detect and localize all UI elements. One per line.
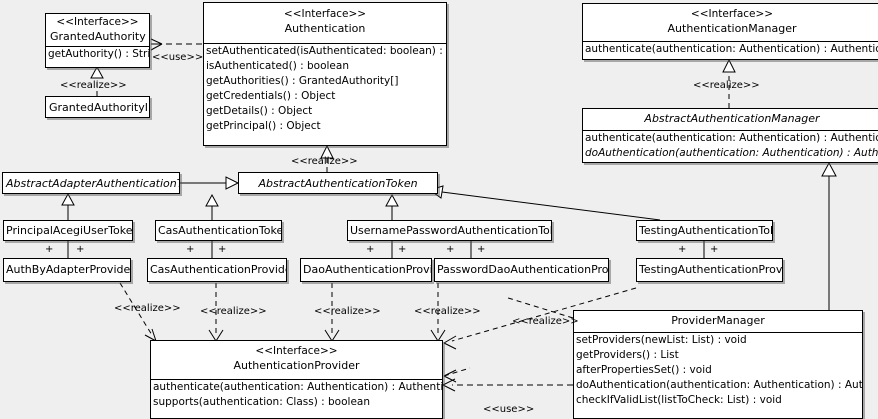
association-marker-plus: + xyxy=(398,244,407,255)
edge-label-realize-cas-authentication-provider: <<realize>> xyxy=(200,306,267,317)
class-header: <<Interface>> GrantedAuthority xyxy=(46,14,149,46)
method-item: authenticate(authentication: Authenticat… xyxy=(585,132,878,144)
association-marker-plus: + xyxy=(678,244,687,255)
edge-label-realize-dao-authentication-provider: <<realize>> xyxy=(314,306,381,317)
class-box-abstract-authentication-token[interactable]: AbstractAuthenticationToken xyxy=(238,172,438,194)
method-item: getProviders() : List xyxy=(576,349,679,361)
class-name: TestingAuthenticationProvider xyxy=(639,263,783,276)
edge-label-use-provider-manager: <<use>> xyxy=(483,404,535,415)
association-marker-plus: + xyxy=(446,244,455,255)
class-name: Authentication xyxy=(284,22,366,35)
class-box-provider-manager[interactable]: ProviderManager setProviders(newList: Li… xyxy=(573,310,863,419)
association-marker-plus: + xyxy=(477,244,486,255)
class-box-password-dao-authentication-provider[interactable]: PasswordDaoAuthenticationProvider xyxy=(434,258,609,282)
class-box-testing-authentication-provider[interactable]: TestingAuthenticationProvider xyxy=(636,258,783,282)
class-name: UsernamePasswordAuthenticationToken xyxy=(350,224,552,237)
association-marker-plus: + xyxy=(76,244,85,255)
edge-label-realize-abstract-authentication-manager: <<realize>> xyxy=(693,80,760,91)
method-compartment: authenticate(authentication: Authenticat… xyxy=(583,131,878,161)
method-item: doAuthentication(authentication: Authent… xyxy=(576,379,863,391)
class-name: CasAuthenticationToken xyxy=(158,224,282,237)
class-box-cas-authentication-provider[interactable]: CasAuthenticationProvider xyxy=(147,258,287,282)
class-name: CasAuthenticationProvider xyxy=(150,263,287,276)
class-box-abstract-adapter-authentication-token[interactable]: AbstractAdapterAuthenticationToken xyxy=(2,172,180,194)
stereotype-label: <<Interface>> xyxy=(56,16,139,28)
method-item: setProviders(newList: List) : void xyxy=(576,334,747,346)
method-item: getPrincipal() : Object xyxy=(206,120,321,132)
method-item: checkIfValidList(listToCheck: List) : vo… xyxy=(576,394,782,406)
class-name: DaoAuthenticationProvider xyxy=(303,263,431,276)
method-compartment: authenticate(authentication: Authenticat… xyxy=(151,380,442,410)
class-box-auth-by-adapter-provider[interactable]: AuthByAdapterProvider xyxy=(3,258,131,282)
class-name: GrantedAuthorityImpl xyxy=(49,101,149,114)
class-box-testing-authentication-token[interactable]: TestingAuthenticationToken xyxy=(636,220,773,241)
method-item: doAuthentication(authentication: Authent… xyxy=(585,147,878,159)
class-box-dao-authentication-provider[interactable]: DaoAuthenticationProvider xyxy=(300,258,432,282)
method-item: isAuthenticated() : boolean xyxy=(206,60,349,72)
method-item: authenticate(authentication: Authenticat… xyxy=(585,43,878,55)
class-box-abstract-authentication-manager[interactable]: AbstractAuthenticationManager authentica… xyxy=(582,108,878,163)
stereotype-label: <<Interface>> xyxy=(283,8,367,20)
class-name: AuthByAdapterProvider xyxy=(6,263,131,276)
divider xyxy=(46,46,149,47)
class-name: GrantedAuthority xyxy=(50,30,146,43)
association-marker-plus: + xyxy=(366,244,375,255)
stereotype-label: <<Interface>> xyxy=(690,8,774,20)
class-header: AbstractAuthenticationManager xyxy=(583,109,878,128)
method-compartment: setProviders(newList: List) : void getPr… xyxy=(574,333,862,408)
method-item: getAuthorities() : GrantedAuthority[] xyxy=(206,75,399,87)
class-box-granted-authority[interactable]: <<Interface>> GrantedAuthority getAuthor… xyxy=(45,13,150,68)
method-item: getAuthority() : String xyxy=(48,48,150,60)
class-name: AbstractAuthenticationToken xyxy=(258,177,418,190)
class-box-cas-authentication-token[interactable]: CasAuthenticationToken xyxy=(155,220,282,241)
class-name: AuthenticationProvider xyxy=(233,359,360,372)
association-marker-plus: + xyxy=(45,244,54,255)
stereotype-label: <<Interface>> xyxy=(255,345,338,357)
class-header: <<Interface>> AuthenticationProvider xyxy=(151,341,442,375)
method-item: afterPropertiesSet() : void xyxy=(576,364,712,376)
association-marker-plus: + xyxy=(186,244,195,255)
edge-label-realize-granted-authority-impl: <<realize>> xyxy=(60,80,127,91)
method-compartment: setAuthenticated(isAuthenticated: boolea… xyxy=(204,44,446,134)
class-box-authentication-provider[interactable]: <<Interface>> AuthenticationProvider aut… xyxy=(150,340,443,419)
divider xyxy=(583,41,878,42)
edge-label-realize-auth-by-adapter-provider: <<realize>> xyxy=(114,303,181,314)
method-compartment: authenticate(authentication: Authenticat… xyxy=(583,42,878,57)
class-box-principal-acegi-user-token[interactable]: PrincipalAcegiUserToken xyxy=(3,220,133,241)
divider xyxy=(151,379,442,380)
edge-label-realize-password-dao-authentication-provider: <<realize>> xyxy=(414,306,481,317)
class-box-authentication[interactable]: <<Interface>> Authentication setAuthenti… xyxy=(203,2,447,146)
class-box-username-password-authentication-token[interactable]: UsernamePasswordAuthenticationToken xyxy=(347,220,552,241)
class-name: AuthenticationManager xyxy=(667,22,797,35)
class-box-granted-authority-impl[interactable]: GrantedAuthorityImpl xyxy=(45,96,150,118)
method-item: getCredentials() : Object xyxy=(206,90,336,102)
method-item: getDetails() : Object xyxy=(206,105,313,117)
method-item: authenticate(authentication: Authenticat… xyxy=(153,381,443,393)
edge-label-realize-testing-authentication-provider: <<realize>> xyxy=(512,316,579,327)
association-marker-plus: + xyxy=(218,244,227,255)
class-header: ProviderManager xyxy=(574,311,862,330)
class-header: <<Interface>> Authentication xyxy=(204,3,446,38)
class-name: PasswordDaoAuthenticationProvider xyxy=(437,263,609,276)
class-box-authentication-manager[interactable]: <<Interface>> AuthenticationManager auth… xyxy=(582,3,878,60)
class-name: AbstractAdapterAuthenticationToken xyxy=(6,177,179,190)
divider xyxy=(204,43,446,44)
method-item: supports(authentication: Class) : boolea… xyxy=(153,396,370,408)
association-marker-plus: + xyxy=(710,244,719,255)
class-name: PrincipalAcegiUserToken xyxy=(6,224,133,237)
divider xyxy=(583,130,878,131)
class-header: <<Interface>> AuthenticationManager xyxy=(583,4,878,38)
edge-label-realize-abstract-authentication-token: <<realize>> xyxy=(291,156,358,167)
class-name: ProviderManager xyxy=(671,314,765,327)
method-compartment: getAuthority() : String xyxy=(46,47,149,62)
class-name: AbstractAuthenticationManager xyxy=(644,112,820,125)
edge-label-use-granted-authority: <<use>> xyxy=(152,52,204,63)
divider xyxy=(574,332,862,333)
class-name: TestingAuthenticationToken xyxy=(639,224,772,237)
method-item: setAuthenticated(isAuthenticated: boolea… xyxy=(206,45,447,57)
